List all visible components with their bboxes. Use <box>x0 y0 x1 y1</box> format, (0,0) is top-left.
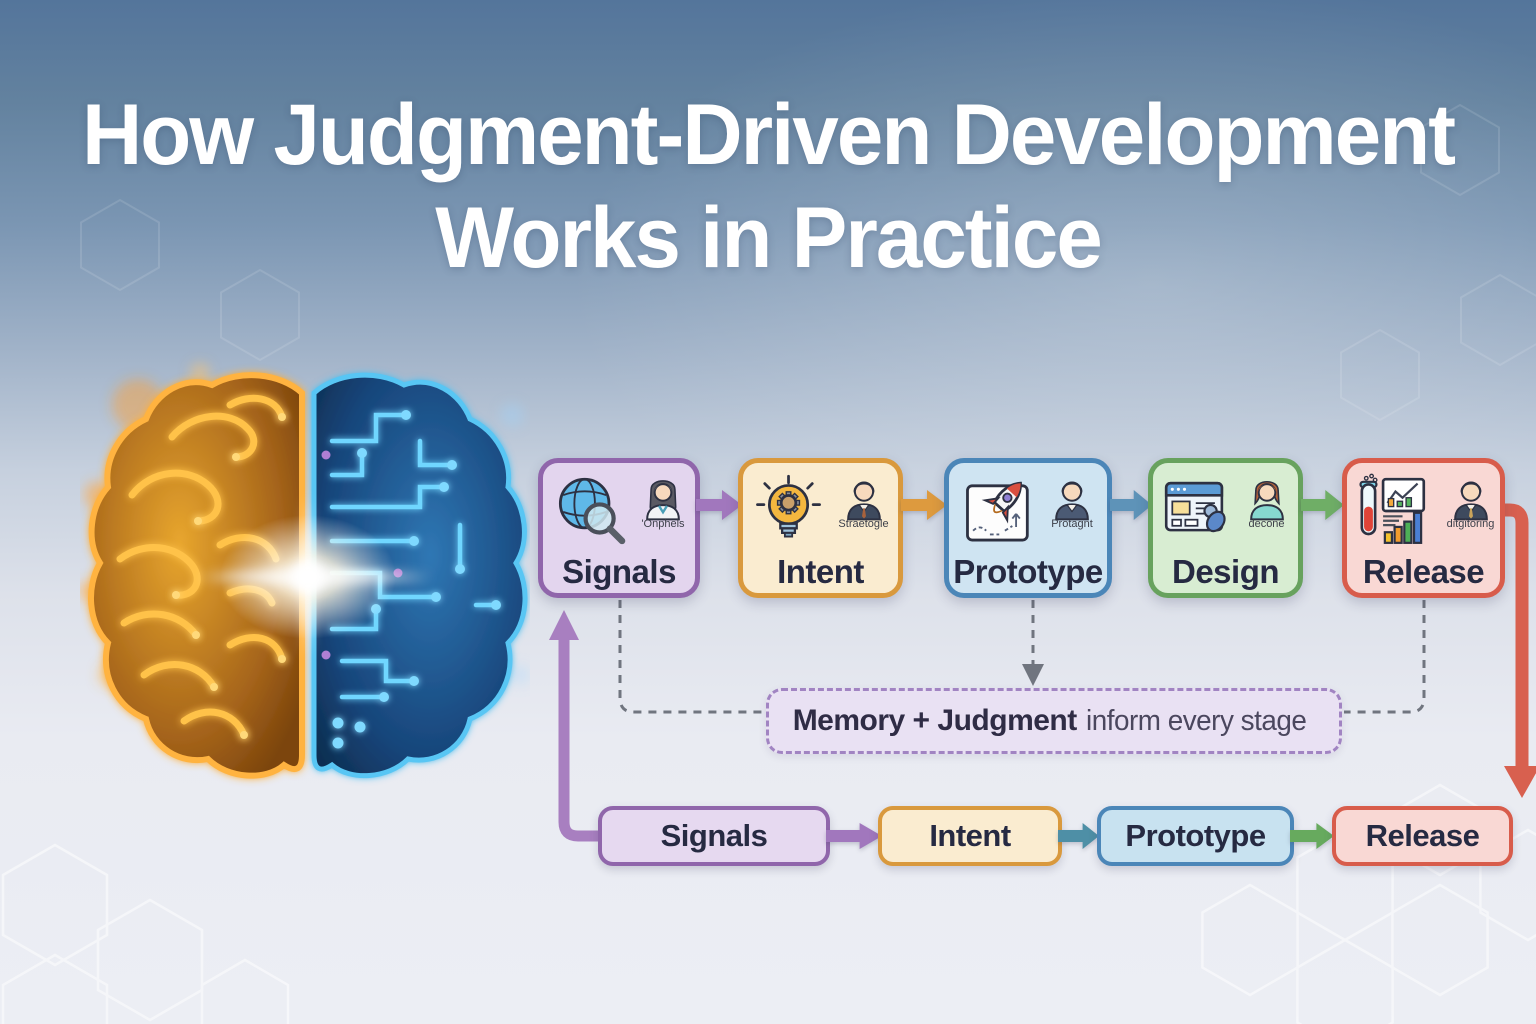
mini-box-prototype: Prototype <box>1097 806 1294 866</box>
avatar-caption: 'Onphels <box>641 518 685 530</box>
stage-box-release: ditgitoring Release <box>1342 458 1505 598</box>
stage-label-release: Release <box>1362 553 1485 590</box>
female-designer-avatar-icon <box>1243 475 1291 521</box>
male-strategist-avatar-icon <box>840 475 888 521</box>
flow-arrow-prototype-design <box>1110 490 1152 520</box>
avatar-caption: Straetogle <box>838 518 889 530</box>
mini-label-intent: Intent <box>929 818 1011 853</box>
light-flare-icon <box>198 497 432 657</box>
organic-brain-left-icon <box>88 372 305 779</box>
flow-arrow-signals-intent-bottom <box>826 823 882 849</box>
avatar-caption: ditgitoring <box>1446 518 1495 530</box>
dashed-connector-signals <box>618 600 764 714</box>
flow-arrow-design-release <box>1301 490 1344 520</box>
page-title-line1: How Judgment-Driven Development <box>81 87 1456 183</box>
flow-arrow-prototype-release-bottom <box>1290 823 1334 849</box>
stage-box-design: decone Design <box>1148 458 1303 598</box>
mini-box-intent: Intent <box>878 806 1062 866</box>
stage-label-prototype: Prototype <box>953 553 1103 590</box>
stage-box-prototype: Protagnt Prototype <box>944 458 1112 598</box>
avatar-caption: Protagnt <box>1051 518 1093 530</box>
rocket-blueprint-icon <box>960 472 1046 552</box>
stage-box-signals: 'Onphels Signals <box>538 458 700 598</box>
avatar-caption: decone <box>1248 518 1285 530</box>
browser-tool-icon <box>1161 472 1241 550</box>
memory-banner-regular-text: inform every stage <box>1085 704 1307 737</box>
mini-box-release: Release <box>1332 806 1513 866</box>
testtube-chart-icon <box>1353 472 1445 550</box>
dashed-connector-release <box>1344 600 1426 714</box>
mini-label-prototype: Prototype <box>1125 818 1266 853</box>
stage-label-design: Design <box>1171 553 1280 590</box>
male-builder-avatar-icon <box>1048 475 1096 521</box>
mini-box-signals: Signals <box>598 806 830 866</box>
brain-illustration <box>80 363 530 779</box>
stage-box-intent: Straetogle Intent <box>738 458 903 598</box>
male-analyst-avatar-icon <box>1447 475 1495 521</box>
globe-search-icon <box>551 472 637 550</box>
stage-label-intent: Intent <box>777 553 864 590</box>
page-title: How Judgment-Driven Development Works in… <box>23 84 1513 290</box>
lightbulb-gear-icon <box>752 472 836 550</box>
page-title-line2: Works in Practice <box>435 190 1103 287</box>
female-analyst-avatar-icon <box>639 475 687 521</box>
feedback-loop-arrow <box>549 610 606 842</box>
mini-label-signals: Signals <box>660 818 768 853</box>
flow-arrow-signals-intent <box>696 490 742 520</box>
memory-banner-bold-text: Memory + Judgment <box>792 704 1078 737</box>
memory-judgment-banner: Memory + Judgment inform every stage <box>766 688 1342 754</box>
flow-arrow-intent-prototype-bottom <box>1058 823 1099 849</box>
stage-label-signals: Signals <box>562 553 676 590</box>
flow-arrow-intent-prototype <box>901 490 947 520</box>
dashed-arrowhead-icon <box>1022 664 1044 686</box>
mini-label-release: Release <box>1365 818 1480 853</box>
release-redirect-arrow <box>1493 503 1536 798</box>
